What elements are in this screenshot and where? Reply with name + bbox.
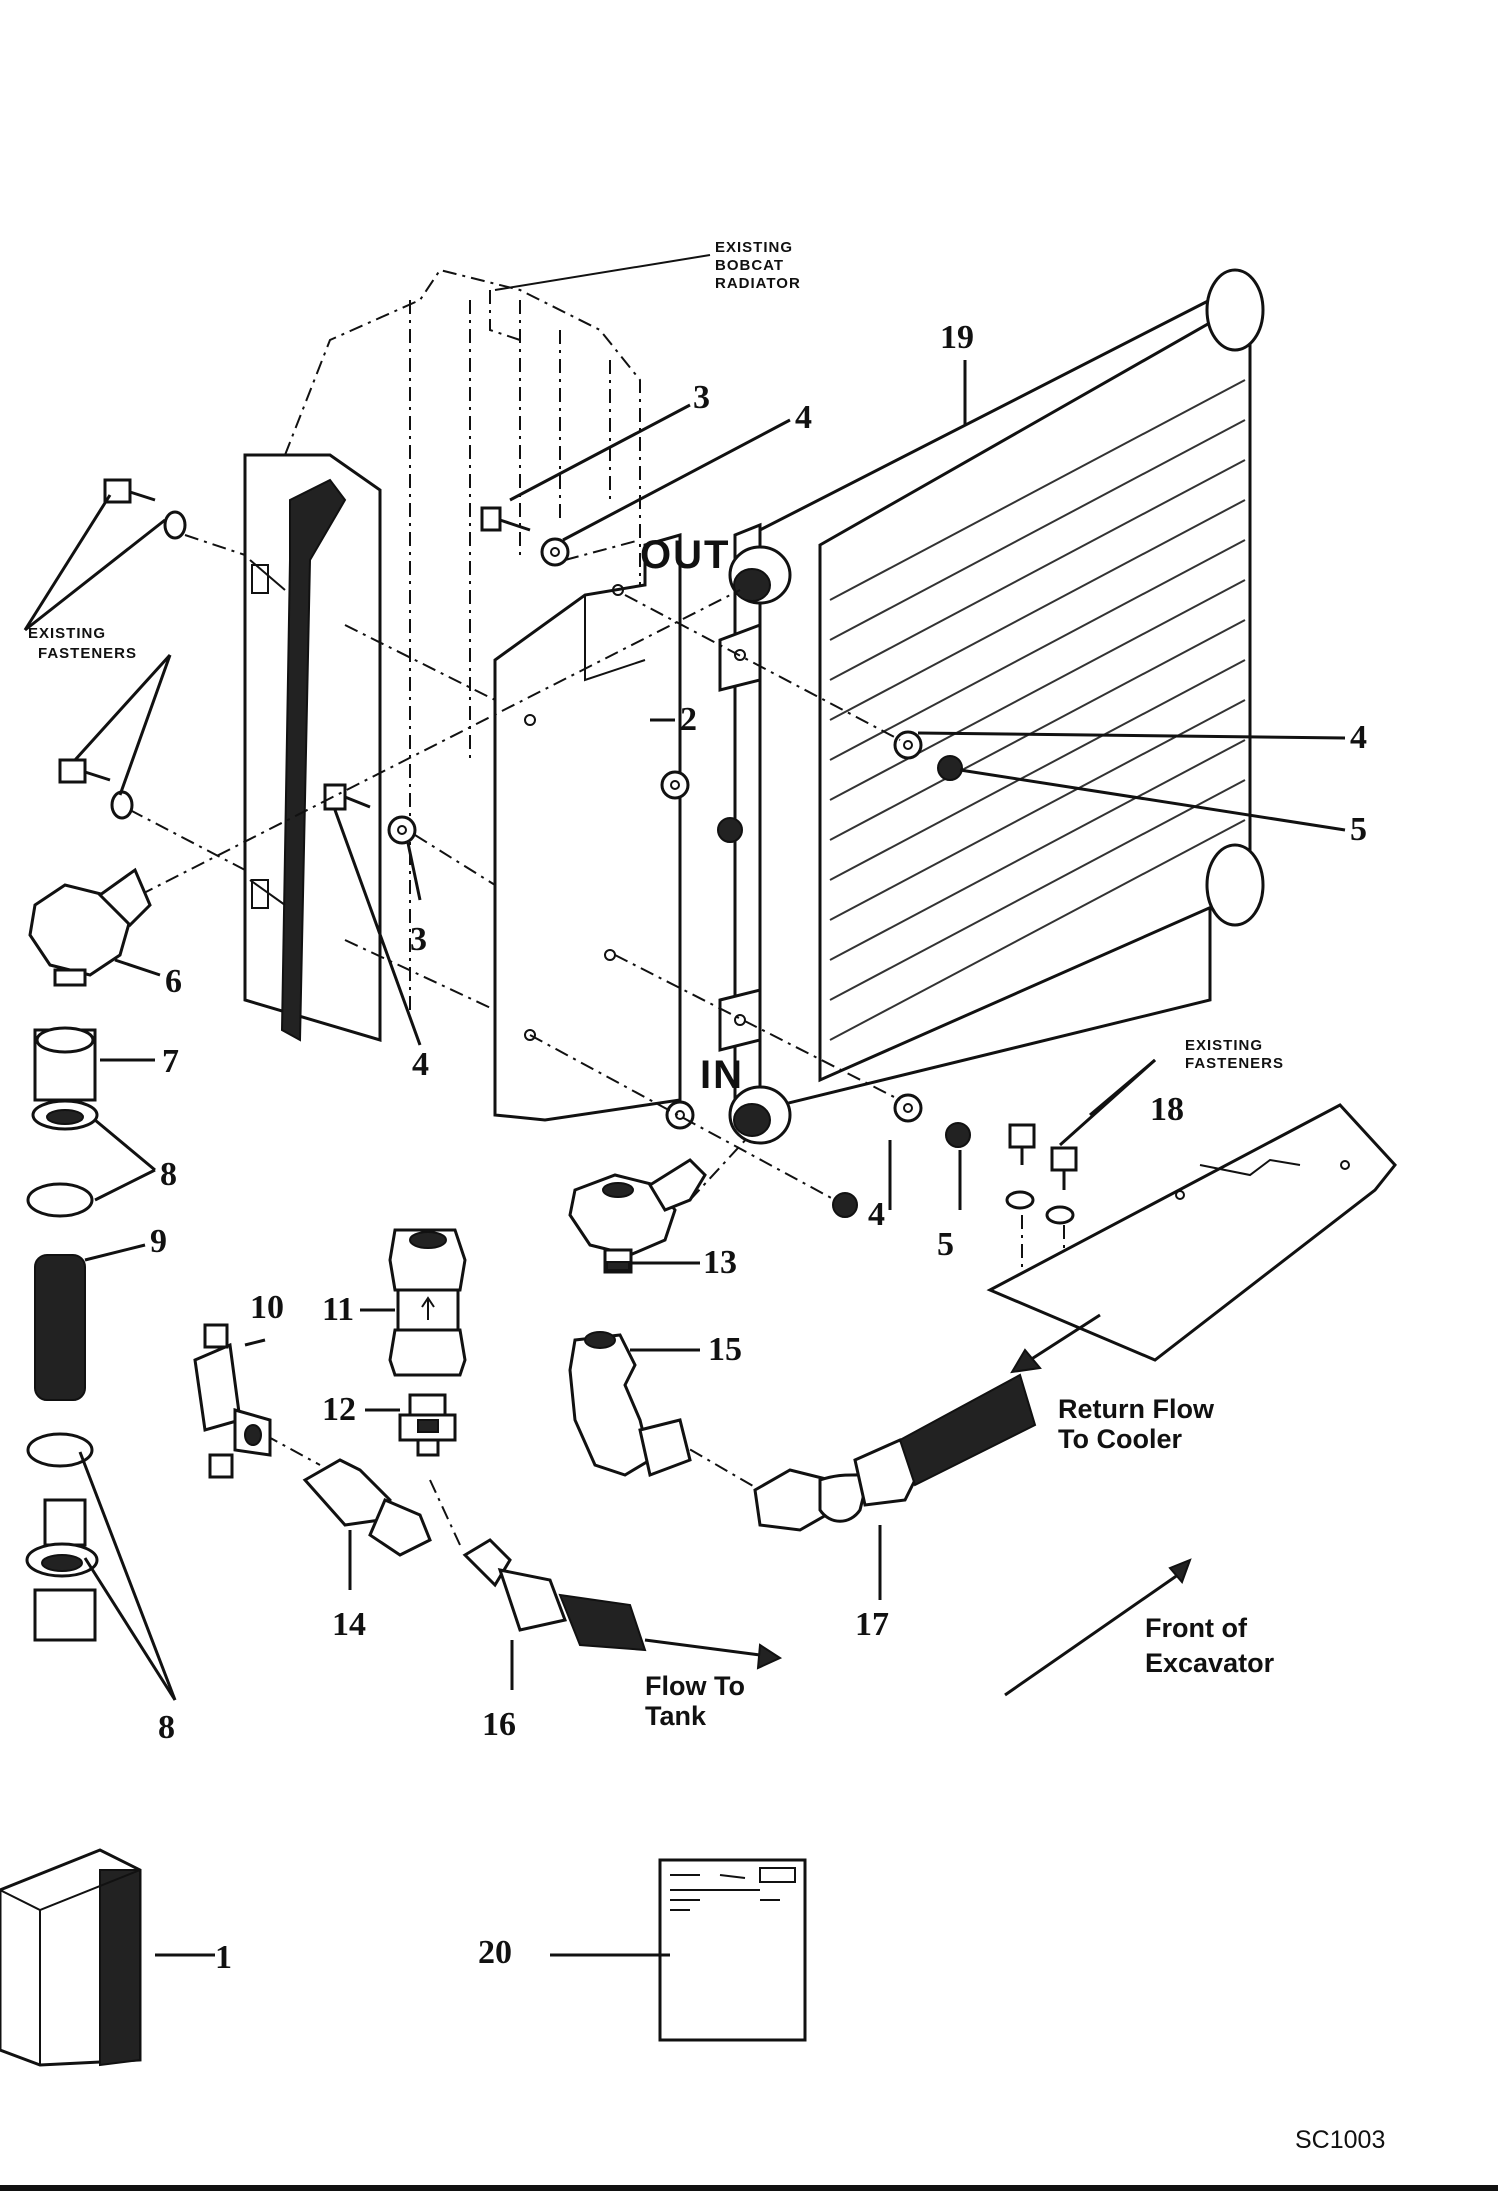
label-port-out: OUT (640, 533, 730, 577)
label-existing-fasteners-left-1: EXISTING (28, 625, 106, 642)
figure-code: SC1003 (1295, 2126, 1385, 2154)
instruction-sheet (658, 1858, 807, 2042)
callout-5: 5 (937, 1226, 954, 1263)
callout-1: 1 (215, 1939, 232, 1976)
callout-17: 17 (855, 1606, 889, 1643)
hardware (58, 478, 1078, 1225)
callout-9: 9 (150, 1223, 167, 1260)
label-return-flow-2: To Cooler (1058, 1424, 1182, 1454)
label-flow-to-tank-2: Tank (645, 1701, 707, 1731)
callout-15: 15 (708, 1331, 742, 1368)
alignment-lines (129, 534, 1065, 1546)
callout-6: 6 (165, 963, 182, 1000)
label-return-flow-1: Return Flow (1058, 1394, 1215, 1424)
leader-lines (23, 360, 1346, 1957)
callout-3: 3 (693, 379, 710, 416)
text-labels: EXISTING BOBCAT RADIATOR EXISTING FASTEN… (28, 239, 1385, 2154)
label-existing-radiator-2: BOBCAT (715, 257, 784, 274)
callout-7: 7 (162, 1043, 179, 1080)
oil-cooler (718, 268, 1265, 1145)
label-flow-to-tank-1: Flow To (645, 1671, 745, 1701)
label-existing-radiator-3: RADIATOR (715, 275, 801, 292)
center-fittings (193, 1228, 647, 1652)
callout-4: 4 (868, 1196, 885, 1233)
label-front-of-excavator-2: Excavator (1145, 1648, 1275, 1678)
callout-2: 2 (680, 701, 697, 738)
left-fitting-stack (25, 867, 152, 1642)
callout-20: 20 (478, 1934, 512, 1971)
gasket-strip (243, 453, 382, 1043)
label-existing-fasteners-right-1: EXISTING (1185, 1037, 1263, 1054)
label-front-of-excavator-1: Front of (1145, 1613, 1248, 1643)
callout-14: 14 (332, 1606, 366, 1643)
callout-16: 16 (482, 1706, 516, 1743)
callout-10: 10 (250, 1289, 284, 1326)
callout-11: 11 (322, 1291, 354, 1328)
callout-18: 18 (1150, 1091, 1184, 1128)
callout-numbers: 19 3 4 2 4 5 3 4 6 7 8 9 18 4 5 13 15 10… (150, 319, 1367, 1976)
mounting-plate (493, 533, 682, 1122)
callout-4: 4 (1350, 719, 1367, 756)
callout-4: 4 (412, 1046, 429, 1083)
callout-4: 4 (795, 399, 812, 436)
callout-19: 19 (940, 319, 974, 356)
label-port-in: IN (700, 1053, 744, 1097)
label-existing-fasteners-right-2: FASTENERS (1185, 1055, 1284, 1072)
callout-8: 8 (160, 1156, 177, 1193)
label-existing-fasteners-left-2: FASTENERS (38, 645, 137, 662)
callout-8: 8 (158, 1709, 175, 1746)
cover-plate (986, 1103, 1397, 1362)
callout-12: 12 (322, 1391, 356, 1428)
callout-3: 3 (410, 921, 427, 958)
kit-box (0, 1848, 142, 2067)
label-existing-radiator-1: EXISTING (715, 239, 793, 256)
callout-5: 5 (1350, 811, 1367, 848)
right-fittings (568, 1158, 1037, 1532)
callout-13: 13 (703, 1244, 737, 1281)
